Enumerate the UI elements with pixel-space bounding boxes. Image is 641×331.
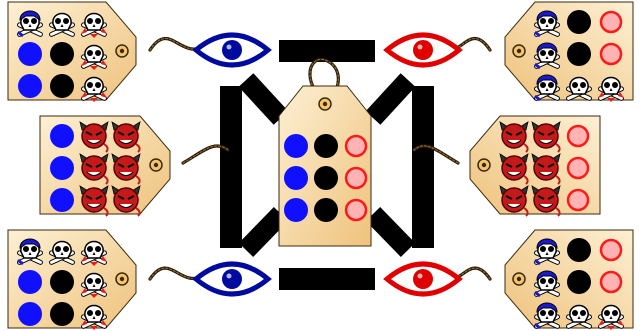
red-ring-token bbox=[568, 158, 588, 178]
black-token bbox=[50, 42, 74, 66]
skull-blue-token bbox=[535, 303, 557, 328]
blue-token bbox=[18, 42, 42, 66]
bar-diag-br bbox=[373, 214, 408, 250]
skull-token bbox=[52, 14, 73, 35]
tag-bottom-right bbox=[505, 230, 633, 330]
blue-token bbox=[50, 156, 74, 180]
red-ring-token bbox=[601, 44, 621, 64]
red-ring-token bbox=[346, 136, 366, 156]
tag-eyelet-hole bbox=[154, 163, 158, 167]
black-token bbox=[50, 270, 74, 294]
bar-top bbox=[279, 40, 375, 62]
tag-top-left bbox=[8, 2, 136, 102]
blue-token bbox=[50, 124, 74, 148]
bar-right bbox=[412, 86, 434, 248]
tag-eyelet-hole bbox=[517, 49, 521, 53]
tag-eyelet-hole bbox=[323, 102, 327, 106]
tag-eyelet-hole bbox=[120, 277, 124, 281]
tag-eyelet-hole bbox=[517, 277, 521, 281]
tag-mid-right bbox=[470, 116, 600, 216]
red-ring-token bbox=[601, 272, 621, 292]
skull-blue-token bbox=[535, 239, 557, 264]
blue-token bbox=[18, 270, 42, 294]
blue-token bbox=[284, 166, 308, 190]
bar-diag-bl bbox=[246, 214, 281, 250]
skull-blue-token bbox=[535, 43, 557, 68]
skull-token bbox=[52, 242, 73, 263]
tag-eyelet-hole bbox=[482, 163, 486, 167]
red-ring-token bbox=[568, 126, 588, 146]
tag-bottom-left bbox=[8, 230, 136, 330]
skull-token bbox=[569, 306, 590, 327]
skull-blue-token bbox=[18, 11, 40, 36]
black-token bbox=[314, 198, 338, 222]
red-eye-icon bbox=[387, 264, 459, 294]
black-token bbox=[567, 270, 591, 294]
blue-token bbox=[18, 74, 42, 98]
bar-diag-tr bbox=[373, 80, 408, 118]
red-ring-token bbox=[601, 12, 621, 32]
skull-token bbox=[569, 78, 590, 99]
blue-token bbox=[18, 302, 42, 326]
blue-token bbox=[284, 198, 308, 222]
bar-left bbox=[220, 86, 242, 248]
blue-token bbox=[50, 188, 74, 212]
skull-blue-token bbox=[535, 271, 557, 296]
blue-eye-icon bbox=[196, 35, 268, 65]
black-token bbox=[567, 42, 591, 66]
blue-eye-icon bbox=[196, 264, 268, 294]
skull-blue-token bbox=[535, 75, 557, 100]
red-ring-token bbox=[346, 168, 366, 188]
red-eye-icon bbox=[387, 35, 459, 65]
black-token bbox=[314, 134, 338, 158]
red-ring-token bbox=[346, 200, 366, 220]
black-token bbox=[50, 74, 74, 98]
red-ring-token bbox=[601, 240, 621, 260]
skull-blue-token bbox=[535, 11, 557, 36]
tag-mid-left bbox=[40, 116, 170, 216]
tag-top-right bbox=[505, 2, 633, 102]
black-token bbox=[567, 10, 591, 34]
tag-eyelet-hole bbox=[120, 49, 124, 53]
red-ring-token bbox=[568, 190, 588, 210]
black-token bbox=[314, 166, 338, 190]
tag-center bbox=[279, 86, 371, 246]
bar-diag-tl bbox=[246, 80, 281, 118]
blue-token bbox=[284, 134, 308, 158]
bar-bottom bbox=[279, 268, 375, 290]
skull-blue-token bbox=[18, 239, 40, 264]
black-token bbox=[567, 238, 591, 262]
black-token bbox=[50, 302, 74, 326]
